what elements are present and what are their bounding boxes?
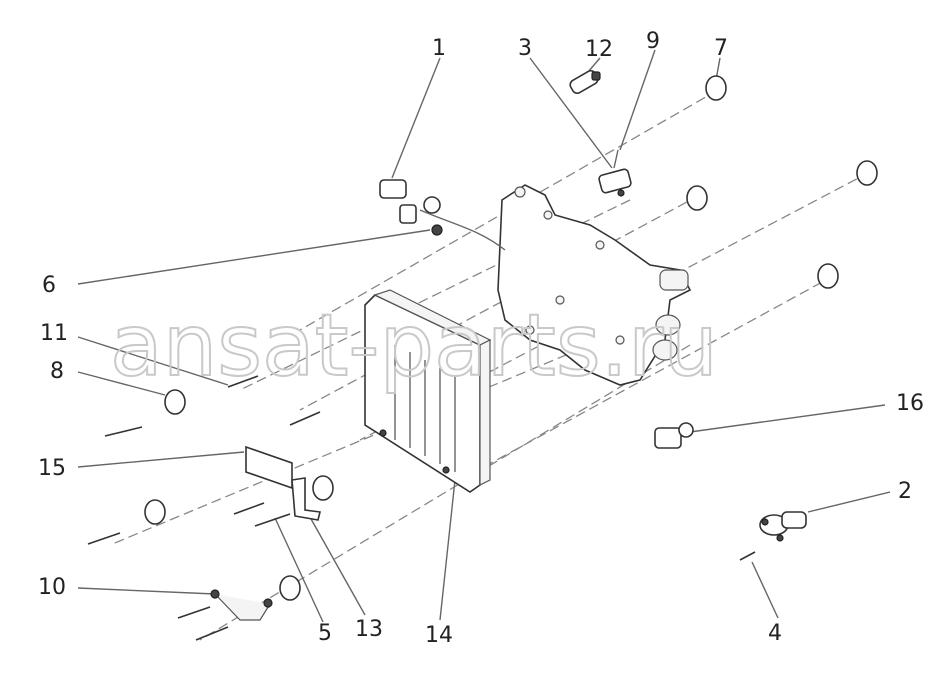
callout-1: 1 bbox=[432, 36, 446, 61]
callout-12: 12 bbox=[585, 37, 613, 62]
callout-8: 8 bbox=[50, 359, 64, 384]
callout-6: 6 bbox=[42, 273, 56, 298]
connector-sensor bbox=[654, 422, 694, 449]
leader-lines bbox=[77, 49, 891, 623]
callout-10: 10 bbox=[38, 575, 66, 600]
nut-washer-set bbox=[431, 75, 878, 289]
callout-16: 16 bbox=[896, 391, 924, 416]
speed-sensor bbox=[759, 511, 807, 542]
callout-11: 11 bbox=[40, 321, 68, 346]
callout-7: 7 bbox=[714, 36, 728, 61]
mounting-bracket-plate bbox=[497, 184, 692, 386]
control-unit-housing bbox=[364, 289, 492, 493]
callout-13: 13 bbox=[355, 617, 383, 642]
callout-9: 9 bbox=[646, 29, 660, 54]
callout-4: 4 bbox=[768, 621, 782, 646]
sensor-with-cable bbox=[379, 179, 506, 251]
callout-2: 2 bbox=[898, 479, 912, 504]
bolts bbox=[87, 375, 756, 641]
callout-14: 14 bbox=[425, 623, 453, 648]
watermark-text: ansat-parts.ru bbox=[110, 296, 718, 396]
rubber-bushings bbox=[144, 389, 334, 601]
callout-15: 15 bbox=[38, 456, 66, 481]
callout-5: 5 bbox=[318, 621, 332, 646]
small-bracket bbox=[291, 477, 321, 521]
callout-3: 3 bbox=[518, 36, 532, 61]
ground-strap bbox=[210, 589, 273, 621]
pressure-sensor bbox=[569, 69, 601, 95]
position-sensor bbox=[598, 149, 632, 197]
label-plate bbox=[245, 445, 293, 490]
